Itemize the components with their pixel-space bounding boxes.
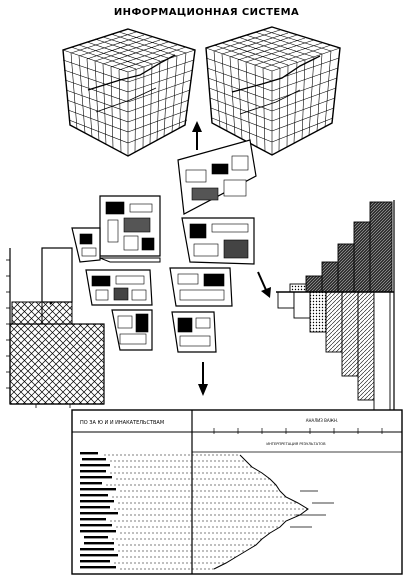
cube-grid-right — [205, 26, 341, 156]
left-histogram — [6, 247, 105, 408]
data-table — [71, 409, 403, 575]
table-column-header: АНАЛИЗ ВАЖН. — [305, 418, 339, 423]
table-subheader: ИНТЕРПРЕТАЦИЯ РЕЗУЛЬТАТОВ — [266, 442, 326, 446]
page-title: ИНФОРМАЦИОННАЯ СИСТЕМА — [113, 7, 300, 18]
cube-grid-left — [62, 28, 196, 157]
city-plan — [71, 139, 257, 353]
city-block-right — [169, 139, 257, 353]
table-header-label: ПО ЗА Ю И И ИНАКАТЕЛЬСТВАМ — [80, 420, 165, 426]
right-staircase-chart — [276, 200, 395, 436]
arrow-diagonal-icon — [257, 271, 271, 298]
city-block-left — [71, 195, 161, 351]
arrow-up-icon — [192, 121, 202, 150]
arrow-down-icon — [198, 362, 208, 396]
